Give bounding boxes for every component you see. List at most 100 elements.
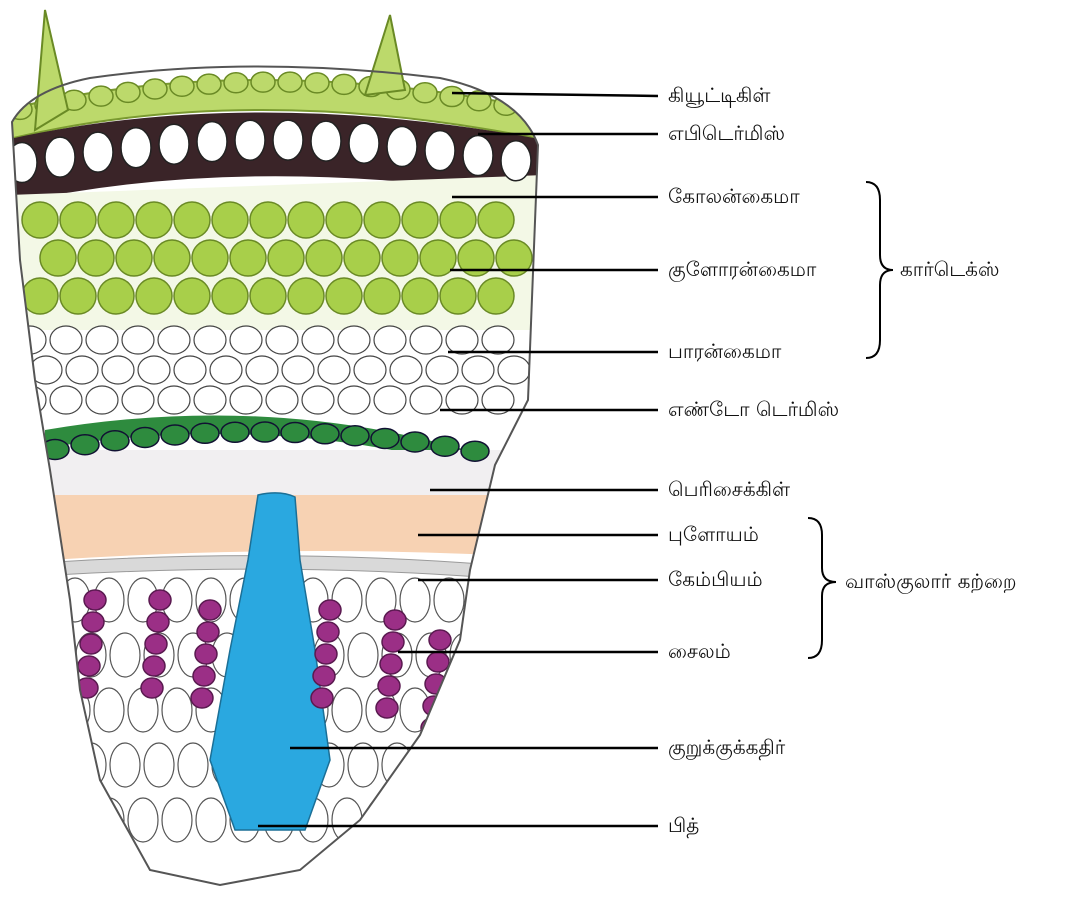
xylem-vessel [193,666,215,686]
endodermis-cell [221,422,249,442]
chlorenchyma-cell [98,278,134,314]
chlorenchyma-cell [402,278,438,314]
epidermis-cell [89,86,113,106]
collenchyma-cell [235,120,265,160]
collenchyma-cell [387,127,417,167]
parenchyma-cell [410,326,442,354]
epidermis-cell [521,100,545,120]
section-shape [0,0,560,893]
xylem-vessel [80,634,102,654]
pith-cell [110,743,140,787]
collenchyma-cell [349,123,379,163]
parenchyma-cell [50,386,82,414]
chlorenchyma-cell [136,278,172,314]
pith-cell [128,798,158,842]
epidermis-cell [305,73,329,93]
parenchyma-cell [158,386,190,414]
parenchyma-cell [194,326,226,354]
chlorenchyma-cell [154,240,190,276]
xylem-vessel [376,698,398,718]
endodermis-cell [251,422,279,442]
xylem-vessel [315,644,337,664]
xylem-vessel [143,656,165,676]
pith-cell [400,798,430,842]
chlorenchyma-cell [212,202,248,238]
parenchyma-cell [318,356,350,384]
label-cambium: கேம்பியம் [668,569,763,589]
chlorenchyma-cell [60,278,96,314]
trichome-right [365,15,405,95]
label-medullary-ray: குறுக்குக்கதிர் [668,737,785,757]
endodermis-cell [101,431,129,451]
chlorenchyma-cell [306,240,342,276]
endodermis-cell [71,435,99,455]
chlorenchyma-cell [402,202,438,238]
parenchyma-cell [338,326,370,354]
cortex-brace [866,182,893,358]
chlorenchyma-cell [326,278,362,314]
chlorenchyma-cell [22,202,58,238]
collenchyma-cell [83,132,113,172]
collenchyma-cell [121,128,151,168]
epidermis-cell [413,83,437,103]
pith-cell [60,798,90,842]
parenchyma-cell [86,386,118,414]
label-parenchyma: பாரன்கைமா [668,341,781,361]
collenchyma-cell [311,121,341,161]
endodermis-cell [131,428,159,448]
label-xylem: சைலம் [668,641,731,661]
label-endodermis: எண்டோ டெர்மிஸ் [668,399,839,419]
chlorenchyma-cell [192,240,228,276]
label-chlorenchyma: குளோரன்கைமா [668,259,816,279]
collenchyma-cell [501,141,531,181]
endodermis-cell [161,425,189,445]
parenchyma-cell [66,356,98,384]
xylem-vessel [191,688,213,708]
epidermis-cell [197,74,221,94]
label-epidermis: எபிடெர்மிஸ் [668,123,785,143]
chlorenchyma-cell [174,202,210,238]
epidermis-cell [143,79,167,99]
chlorenchyma-cell [78,240,114,276]
parenchyma-cell [194,386,226,414]
pith-cell [196,798,226,842]
group-label-cortex: கார்டெக்ஸ் [900,259,999,279]
parenchyma-cell [410,386,442,414]
label-cuticle: கியூட்டிகிள் [668,85,770,105]
endodermis-cell [401,432,429,452]
chlorenchyma-cell [116,240,152,276]
chlorenchyma-cell [344,240,380,276]
xylem-vessel [317,622,339,642]
pith-cell [332,798,362,842]
endodermis-cell [431,436,459,456]
chlorenchyma-cell [250,202,286,238]
pith-cell [178,743,208,787]
xylem-vessel [427,652,449,672]
collenchyma-cell [463,136,493,176]
xylem-vessel [78,656,100,676]
epidermis-cell [332,74,356,94]
parenchyma-cell [498,356,530,384]
pith-cell [348,743,378,787]
chlorenchyma-cell [288,278,324,314]
pericycle-band [50,450,510,495]
parenchyma-cell [302,386,334,414]
chlorenchyma-cell [288,202,324,238]
label-phloem: புளோயம் [668,524,759,544]
xylem-vessel [380,654,402,674]
epidermis-cell [251,72,275,92]
pith-cell [110,633,140,677]
xylem-vessel [141,678,163,698]
parenchyma-cell [138,356,170,384]
parenchyma-cell [482,326,514,354]
chlorenchyma-cell [136,202,172,238]
parenchyma-cell [302,326,334,354]
parenchyma-cell [446,326,478,354]
parenchyma-cell [246,356,278,384]
chlorenchyma-cell [478,202,514,238]
parenchyma-cell [374,386,406,414]
label-pericycle: பெரிசைக்கிள் [668,479,790,499]
chlorenchyma-cell [478,278,514,314]
